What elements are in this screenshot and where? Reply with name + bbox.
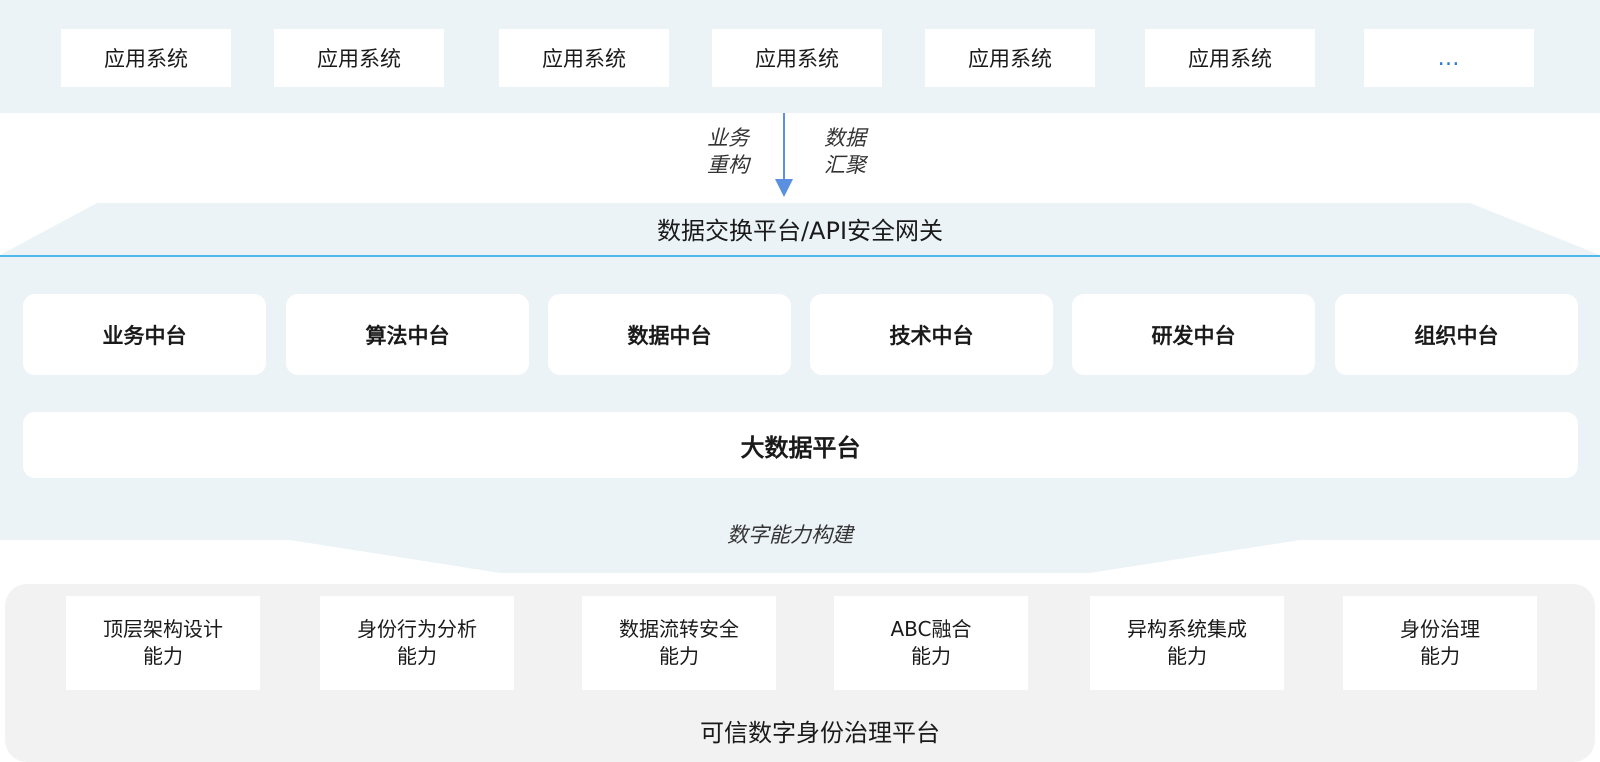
capability-identity-governance: 身份治理 能力 — [1343, 596, 1537, 690]
bottom-platform-title: 可信数字身份治理平台 — [700, 718, 940, 747]
capability-architecture-design: 顶层架构设计 能力 — [66, 596, 260, 690]
big-data-platform: 大数据平台 — [23, 412, 1578, 478]
identity-governance-panel — [5, 584, 1595, 762]
hub-data: 数据中台 — [548, 294, 791, 375]
business-label-line2: 重构 — [707, 153, 749, 177]
exchange-platform-title: 数据交换平台/API安全网关 — [656, 216, 944, 245]
app-system-box: 应用系统 — [925, 29, 1095, 87]
business-restructure-label: 业务 重构 — [707, 125, 749, 179]
business-label-line1: 业务 — [707, 126, 749, 150]
hub-technology: 技术中台 — [810, 294, 1053, 375]
data-label-line1: 数据 — [824, 126, 866, 150]
hub-business: 业务中台 — [23, 294, 266, 375]
data-aggregation-label: 数据 汇聚 — [824, 125, 866, 179]
hub-rnd: 研发中台 — [1072, 294, 1315, 375]
capability-data-flow-security: 数据流转安全 能力 — [582, 596, 776, 690]
capability-abc-fusion: ABC融合 能力 — [834, 596, 1028, 690]
app-system-box: 应用系统 — [61, 29, 231, 87]
hub-algorithm: 算法中台 — [286, 294, 529, 375]
data-label-line2: 汇聚 — [824, 153, 866, 177]
capability-identity-behavior-analysis: 身份行为分析 能力 — [320, 596, 514, 690]
down-arrow-icon — [775, 113, 793, 197]
app-system-box: 应用系统 — [712, 29, 882, 87]
capability-heterogeneous-integration: 异构系统集成 能力 — [1090, 596, 1284, 690]
hub-organization: 组织中台 — [1335, 294, 1578, 375]
app-system-box: 应用系统 — [274, 29, 444, 87]
capability-building-label: 数字能力构建 — [727, 523, 853, 547]
app-system-box: 应用系统 — [1145, 29, 1315, 87]
more-systems-box: … — [1364, 29, 1534, 87]
app-system-box: 应用系统 — [499, 29, 669, 87]
